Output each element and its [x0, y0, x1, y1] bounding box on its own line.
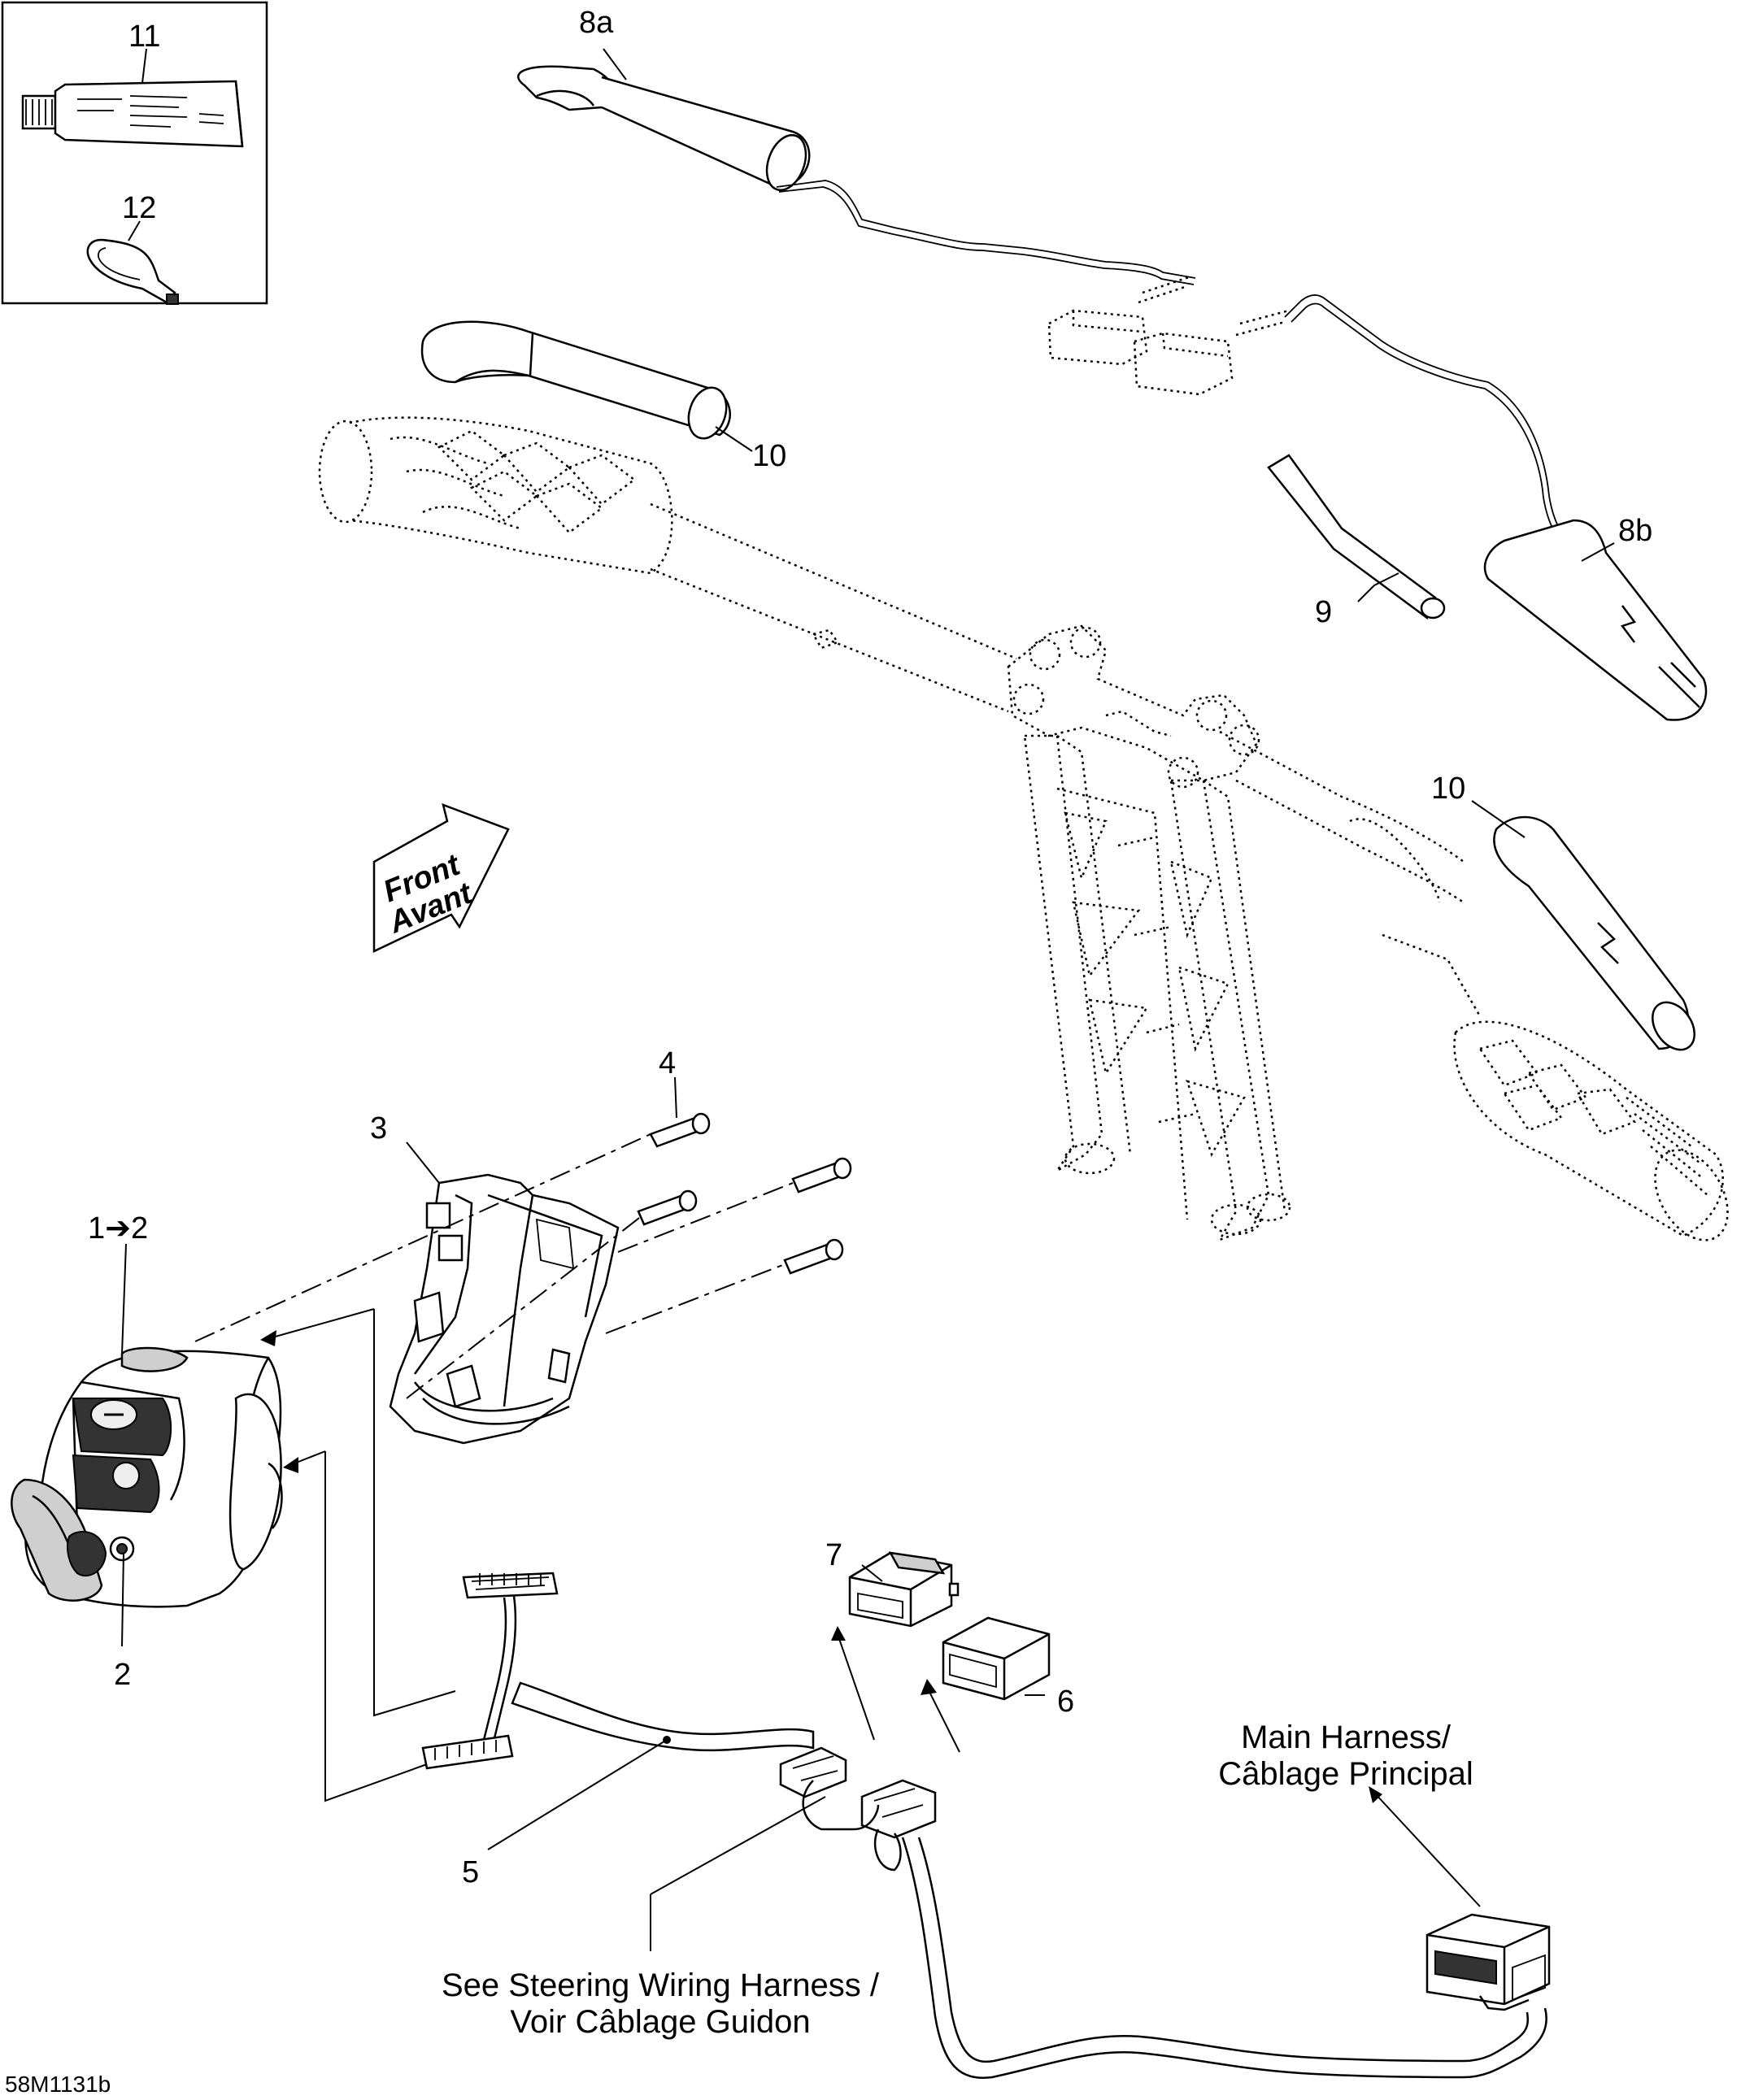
housing-3 [389, 1173, 620, 1445]
main-harness-annotation: Main Harness/ Câblage Principal [1218, 1720, 1473, 1792]
callout-3: 3 [370, 1111, 387, 1146]
assembly-guide-lines [194, 1133, 1481, 1907]
heated-grip-element-8b [1284, 294, 1708, 721]
tie-strap-illustration [86, 238, 179, 305]
handlebar-dotted [318, 416, 1729, 1242]
callout-8a: 8a [579, 6, 614, 40]
grip-sleeve-9 [1267, 454, 1446, 620]
connector-6 [942, 1616, 1051, 1701]
connector-7 [848, 1551, 960, 1628]
callout-11: 11 [128, 20, 160, 54]
screws-4 [637, 1112, 852, 1275]
grip-connector-pair [1047, 309, 1290, 396]
callout-7: 7 [825, 1538, 842, 1572]
see-steering-line1: See Steering Wiring Harness / [442, 1967, 880, 2003]
grip-10-top [420, 320, 731, 440]
reference-code: 58M1131b [5, 2072, 111, 2097]
grease-tube-illustration [21, 80, 244, 148]
callout-leaders [121, 48, 1615, 1951]
callout-10-right: 10 [1431, 772, 1465, 806]
callout-12: 12 [122, 191, 156, 225]
switch-housing-1-2 [11, 1346, 283, 1608]
see-steering-line2: Voir Câblage Guidon [510, 2004, 810, 2040]
callout-2: 2 [114, 1658, 131, 1692]
callout-5: 5 [462, 1855, 479, 1889]
callout-4: 4 [659, 1046, 676, 1080]
wiring-harness-5 [421, 1572, 1551, 2079]
inset-box [1, 1, 268, 305]
callout-8b: 8b [1618, 514, 1652, 548]
front-direction-arrow: Front Avant [372, 802, 510, 953]
callout-1-to-2: 1➔2 [88, 1211, 148, 1246]
see-steering-annotation: See Steering Wiring Harness / Voir Câbla… [442, 1967, 880, 2040]
callout-6: 6 [1057, 1685, 1074, 1719]
callout-labels: 11 12 8a 10 8b 9 10 4 3 1➔2 2 7 6 5 [88, 6, 1652, 1889]
callout-10-top: 10 [752, 439, 786, 473]
grip-10-right [1493, 815, 1695, 1051]
main-harness-line1: Main Harness/ [1241, 1720, 1452, 1755]
main-harness-line2: Câblage Principal [1218, 1756, 1473, 1792]
heated-grip-element-8a [517, 65, 1196, 304]
callout-9: 9 [1315, 595, 1332, 629]
